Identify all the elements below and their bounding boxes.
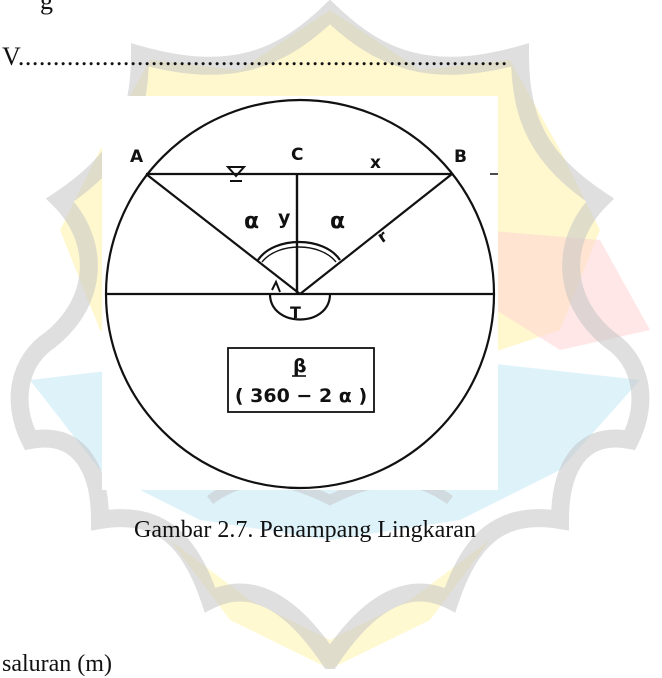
watermark-yellow-bottom [170,540,490,669]
watermark-pink-fill [480,230,650,350]
angle-arc-top [257,241,341,261]
beta-formula: ( 360 − 2 α ) [235,385,367,407]
watermark-outline [10,0,650,669]
figure-caption: Gambar 2.7. Penampang Lingkaran [134,517,476,543]
point-a-label: A [130,147,144,167]
angle-arc-bottom-arrow [271,279,281,293]
preceding-text-fragment: g [40,0,53,15]
beta-symbol: β [293,355,307,377]
beta-box [227,347,375,413]
following-text-fragment: saluran (m) [2,651,112,677]
point-b-label: B [454,147,467,167]
radius-line-right [299,173,453,295]
equation-line: V.......................................… [2,42,508,71]
segment-y-label: y [278,207,291,229]
angle-alpha-left: α [244,209,259,234]
angle-arc-top-inner [261,246,337,263]
point-c-label: C [291,145,303,165]
circular-cross-section-figure: A B C x y r T α α β ( 360 − 2 α ) [102,96,498,490]
water-level-icon [225,166,247,178]
center-t-label: T [290,303,301,322]
angle-alpha-right: α [330,209,345,234]
segment-x-label: x [370,153,381,173]
radius-line-left [145,173,301,295]
angle-arc-bottom [268,293,332,321]
